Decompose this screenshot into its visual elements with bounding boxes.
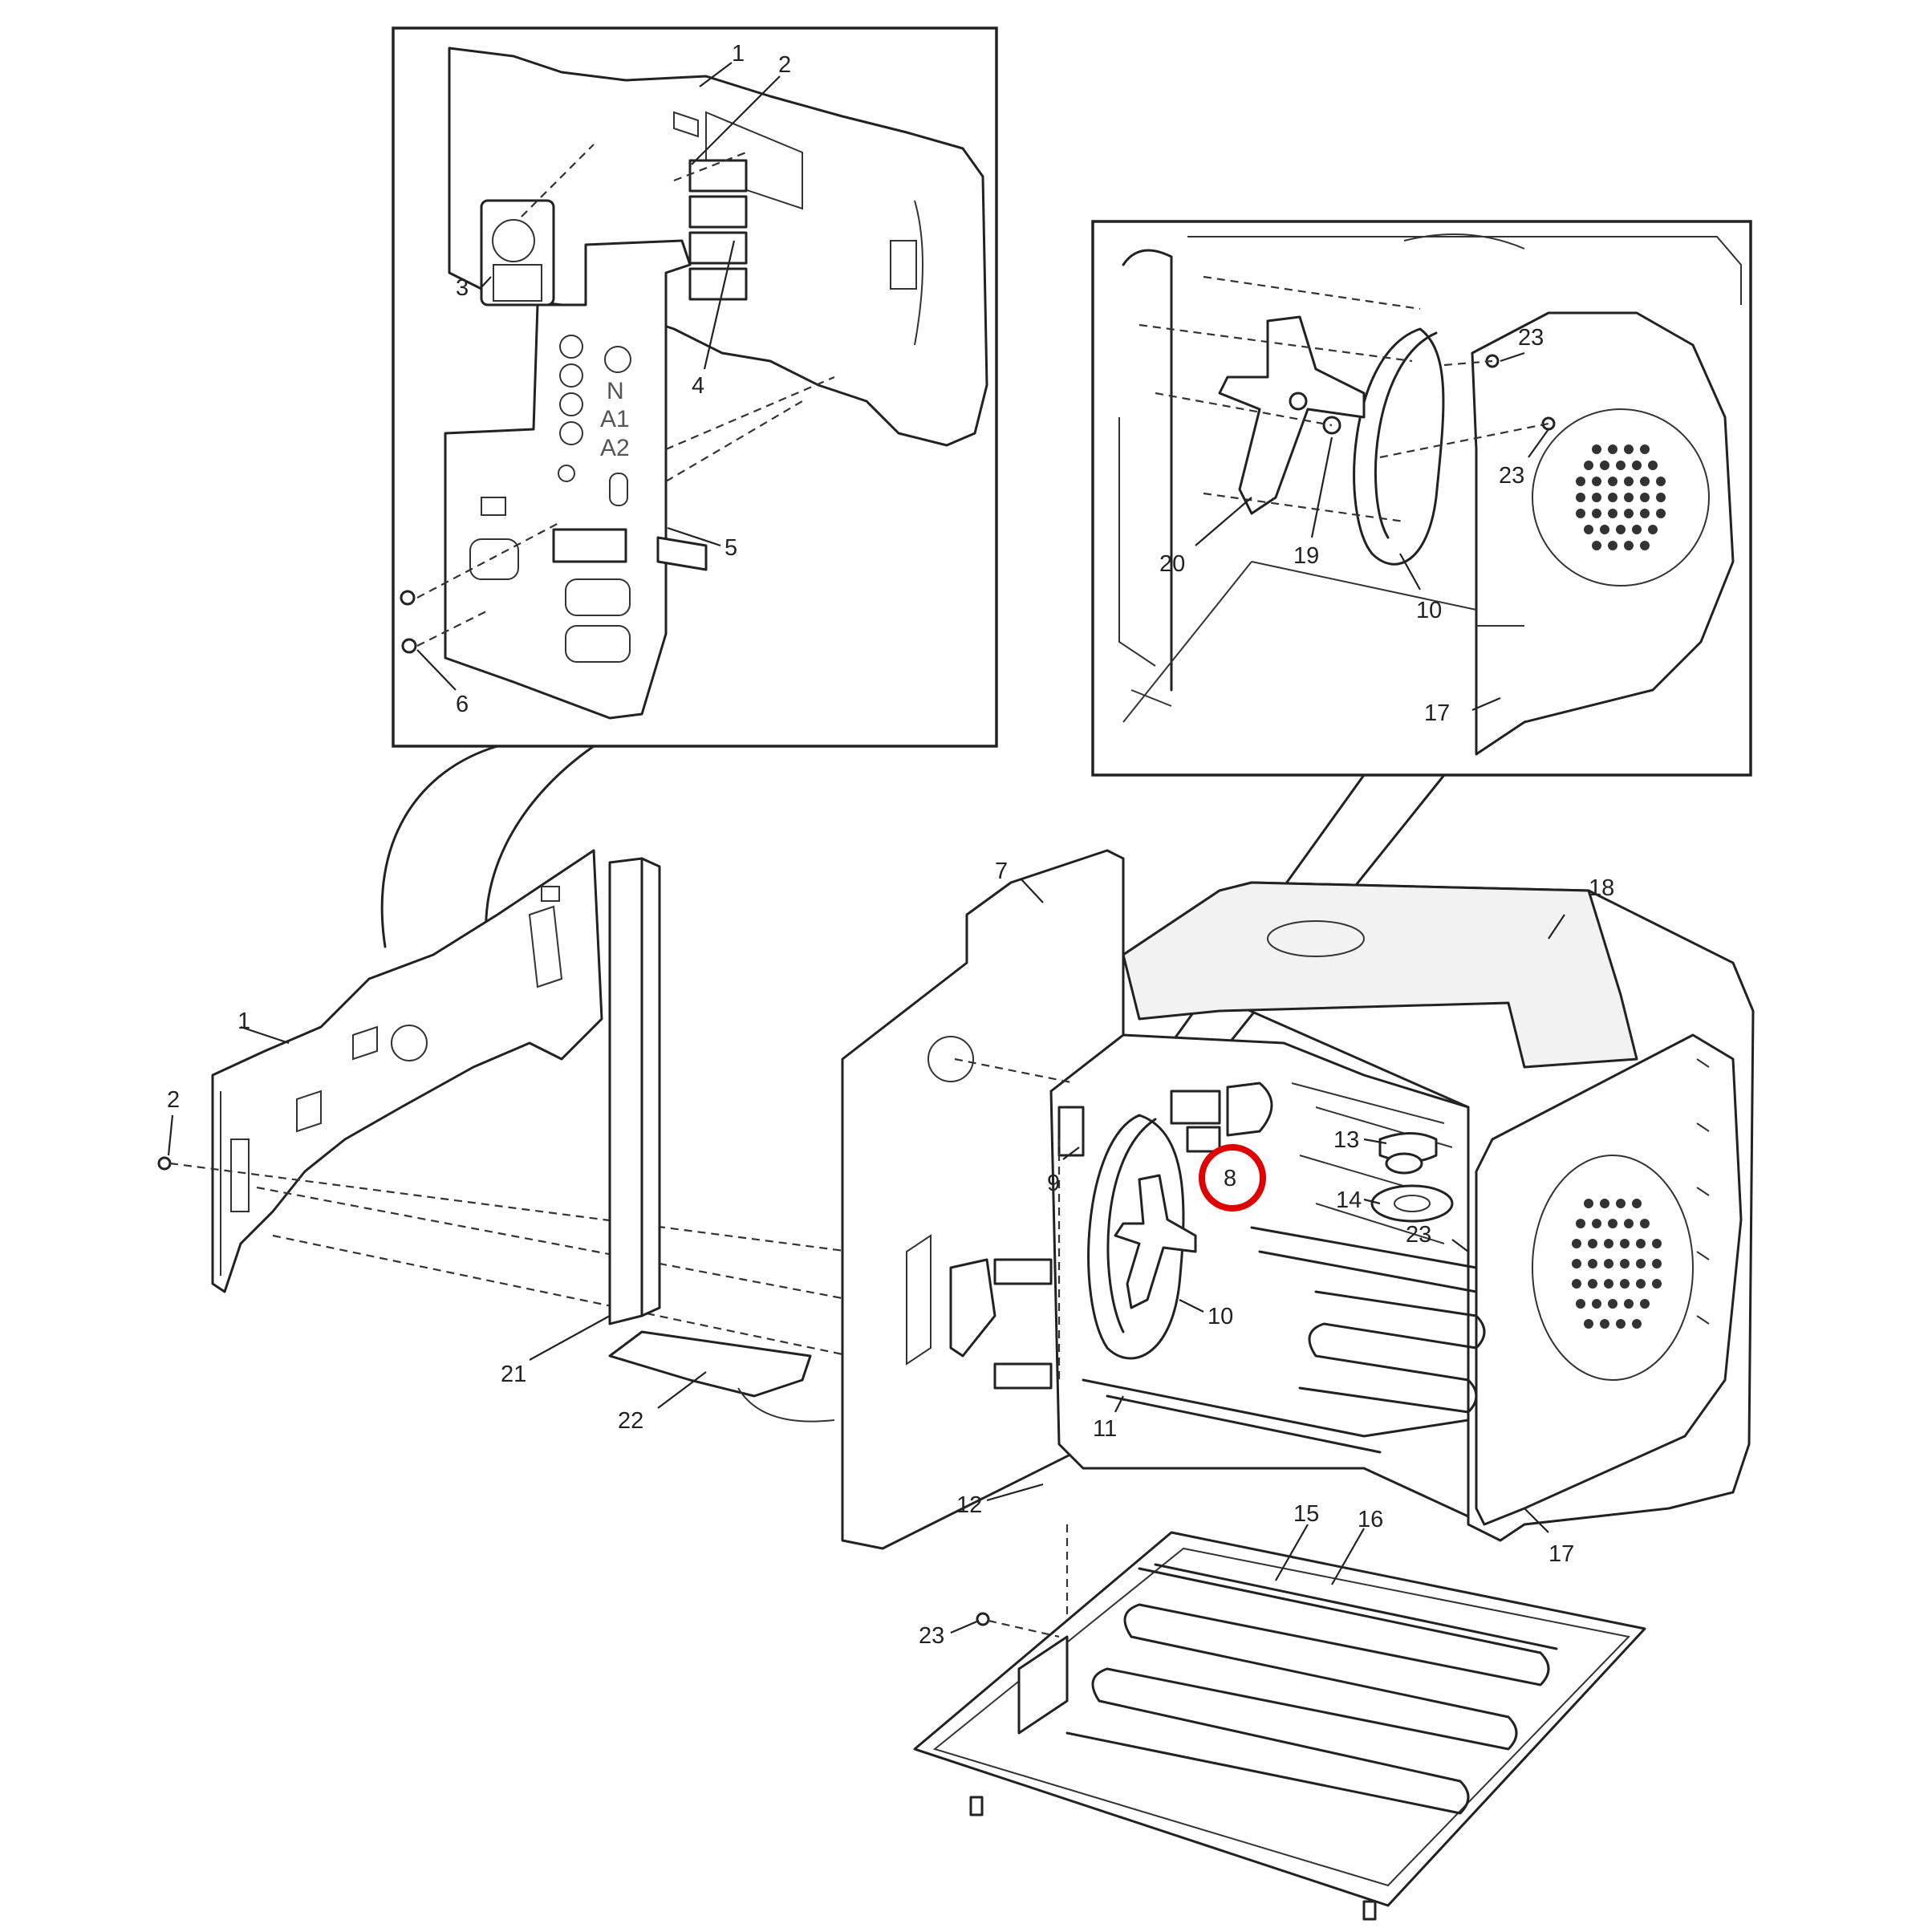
- callout-15: 15: [1293, 1501, 1319, 1527]
- callout-6: 6: [456, 692, 469, 717]
- callout-8: 8: [1224, 1166, 1236, 1191]
- callout-2-inset: 2: [778, 52, 791, 78]
- part-7-insulation: [841, 849, 1125, 1550]
- main-screw-2: [157, 1156, 172, 1171]
- main-callouts: 9 8 13 14 23 10 11 12 18 17: [956, 875, 1614, 1567]
- main-fan-grille: [1572, 1199, 1662, 1329]
- callout-17-main: 17: [1548, 1541, 1574, 1567]
- callout-12: 12: [956, 1492, 982, 1518]
- inset-fan-assembly: 23 23 20 19 10 17: [1091, 220, 1752, 777]
- callout-5: 5: [724, 535, 737, 561]
- inset-terminal-marks: N A1 A2: [600, 378, 630, 461]
- callout-1-inset: 1: [732, 41, 745, 67]
- callout-9: 9: [1047, 1171, 1060, 1196]
- callout-10-inset: 10: [1416, 598, 1442, 623]
- callout-2-main: 2: [167, 1087, 180, 1113]
- callout-23-inset-a: 23: [1518, 325, 1544, 351]
- inset-motor: [480, 199, 555, 306]
- inset-fan-grille: [1576, 444, 1666, 550]
- callout-20: 20: [1159, 551, 1185, 577]
- main-rear-panel: [211, 849, 603, 1293]
- callout-18: 18: [1589, 875, 1614, 901]
- callout-4: 4: [692, 373, 704, 399]
- lower-element: [1082, 1378, 1470, 1454]
- callout-22: 22: [618, 1408, 643, 1434]
- main-ring-element: [1087, 1114, 1185, 1360]
- highlight-circle: [1199, 1144, 1266, 1212]
- callout-19: 19: [1293, 543, 1319, 569]
- grill-element: [1298, 1290, 1486, 1414]
- callout-11: 11: [1093, 1416, 1117, 1442]
- lamp-assembly: [1370, 1132, 1454, 1223]
- callout-13: 13: [1333, 1127, 1359, 1153]
- callout-23-inset-b: 23: [1499, 463, 1524, 489]
- bottom-callouts: 23 15 16: [919, 1501, 1383, 1649]
- inset-bracket-holes: [469, 335, 631, 663]
- inset-fan-blade: [1218, 315, 1366, 515]
- terminal-mark-a1: A1: [600, 406, 630, 432]
- terminal-mark-a2: A2: [600, 435, 630, 461]
- bottom-element: [1065, 1567, 1550, 1815]
- callout-3: 3: [456, 275, 469, 301]
- inset-fan-callouts: 23 23 20 19 10 17: [1159, 325, 1549, 726]
- callout-14: 14: [1336, 1187, 1362, 1213]
- callout-7: 7: [995, 858, 1008, 884]
- inset-control-panel: N A1 A2 1 2 3 4 5 6: [392, 26, 998, 748]
- callout-16: 16: [1358, 1507, 1383, 1532]
- inset-front-bracket: [444, 239, 692, 720]
- callout-10-main: 10: [1208, 1304, 1233, 1329]
- inset-terminal-blocks: [688, 159, 748, 301]
- part-22-tray: [608, 1330, 835, 1423]
- main-screw-23: [976, 1612, 990, 1626]
- terminal-mark-n: N: [607, 378, 624, 404]
- oven-cavity: [949, 881, 1755, 1685]
- part-21-strip: [608, 857, 661, 1325]
- bottom-tray: [913, 1531, 1646, 1921]
- callout-21: 21: [501, 1362, 526, 1387]
- inset-screws: [400, 590, 417, 654]
- callout-1-main: 1: [237, 1009, 250, 1034]
- callout-17-inset: 17: [1424, 700, 1450, 726]
- callout-23-main-a: 23: [1406, 1222, 1431, 1248]
- callout-23-main-b: 23: [919, 1623, 944, 1649]
- inset-callouts: 1 2 3 4 5 6: [416, 41, 791, 717]
